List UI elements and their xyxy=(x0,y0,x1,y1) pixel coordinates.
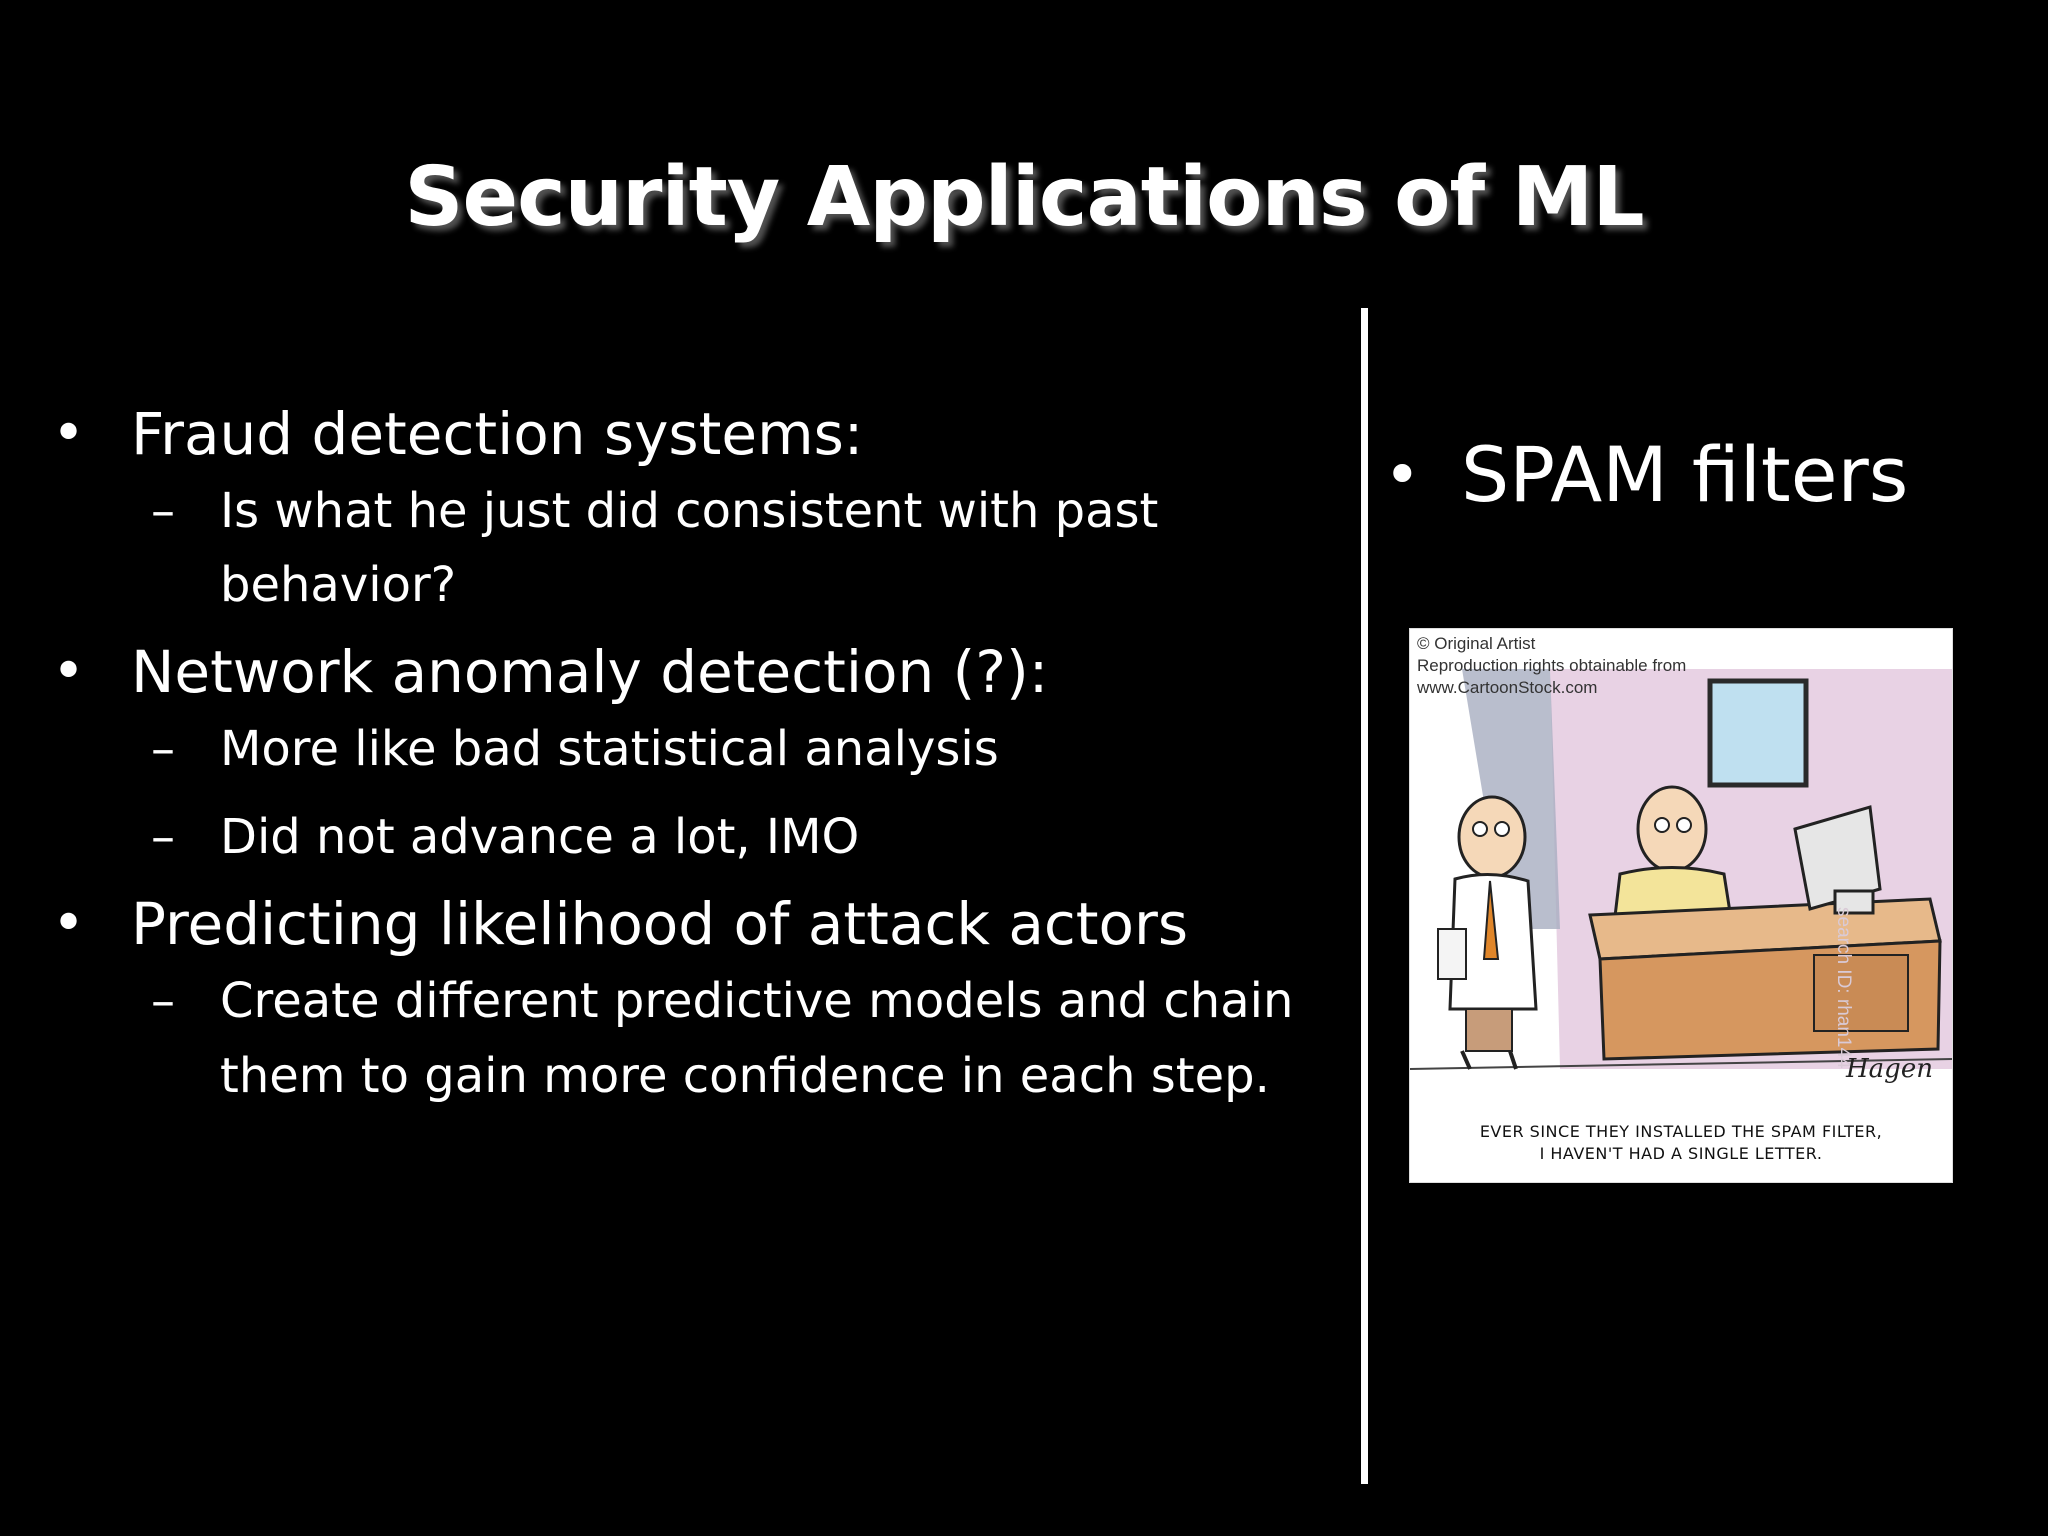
bullet-text: SPAM filters xyxy=(1461,430,1909,519)
bullet-attack-actors: • Predicting likelihood of attack actors… xyxy=(50,888,1340,1114)
sub-dash: – xyxy=(151,973,175,1029)
sub-bullet: – Did not advance a lot, IMO xyxy=(131,800,1340,874)
door-shape xyxy=(1462,669,1560,929)
window-frame xyxy=(1707,678,1809,788)
bullet-dot: • xyxy=(52,401,86,466)
column-divider xyxy=(1361,308,1368,1484)
sub-bullet-text: Create different predictive models and c… xyxy=(220,973,1294,1104)
computer-monitor xyxy=(1793,805,1882,915)
caption-line: EVER SINCE THEY INSTALLED THE SPAM FILTE… xyxy=(1479,1122,1883,1141)
cartoon-caption: EVER SINCE THEY INSTALLED THE SPAM FILTE… xyxy=(1410,1121,1952,1165)
slide-title: Security Applications of ML xyxy=(404,150,1644,245)
sub-bullet: – Is what he just did consistent with pa… xyxy=(131,474,1340,622)
sitting-man xyxy=(1612,785,1734,927)
spam-filter-cartoon: © Original Artist Reproduction rights ob… xyxy=(1409,628,1953,1183)
bullet-network-anomaly: • Network anomaly detection (?): – More … xyxy=(50,636,1340,874)
cartoon-search-id: search ID: rhan144 xyxy=(1833,907,1854,1069)
standing-man xyxy=(1437,795,1538,1070)
sub-list: – More like bad statistical analysis – D… xyxy=(131,712,1340,874)
bullet-text: Network anomaly detection (?): xyxy=(131,638,1049,706)
bullet-text: Fraud detection systems: xyxy=(131,400,864,468)
sub-dash: – xyxy=(151,809,175,865)
sub-bullet-text: Is what he just did consistent with past… xyxy=(220,483,1159,613)
cartoon-illustration xyxy=(1410,669,1952,1070)
bullet-text: Predicting likelihood of attack actors xyxy=(131,890,1189,958)
sub-bullet: – More like bad statistical analysis xyxy=(131,712,1340,786)
sub-dash: – xyxy=(151,483,175,539)
sub-bullet-text: More like bad statistical analysis xyxy=(220,721,999,777)
credit-line: www.CartoonStock.com xyxy=(1417,678,1598,697)
bullet-fraud-detection: • Fraud detection systems: – Is what he … xyxy=(50,398,1340,622)
sub-list: – Create different predictive models and… xyxy=(131,964,1340,1114)
sub-bullet: – Create different predictive models and… xyxy=(131,964,1340,1114)
sub-list: – Is what he just did consistent with pa… xyxy=(131,474,1340,622)
sub-bullet-text: Did not advance a lot, IMO xyxy=(220,809,860,865)
left-bullet-list: • Fraud detection systems: – Is what he … xyxy=(50,398,1340,1114)
credit-line: Reproduction rights obtainable from xyxy=(1417,656,1687,675)
bullet-dot: • xyxy=(52,891,86,956)
bullet-dot: • xyxy=(1384,438,1421,511)
sub-dash: – xyxy=(151,721,175,777)
bullet-dot: • xyxy=(52,639,86,704)
cartoon-signature: Hagen xyxy=(1846,1054,1933,1084)
credit-line: © Original Artist xyxy=(1417,634,1536,653)
desk xyxy=(1588,897,1942,1061)
bullet-spam-filters: • SPAM filters xyxy=(1384,430,1908,520)
caption-line: I HAVEN'T HAD A SINGLE LETTER. xyxy=(1539,1144,1823,1163)
floor-line xyxy=(1410,1058,1952,1070)
cartoon-credit: © Original Artist Reproduction rights ob… xyxy=(1417,633,1686,699)
